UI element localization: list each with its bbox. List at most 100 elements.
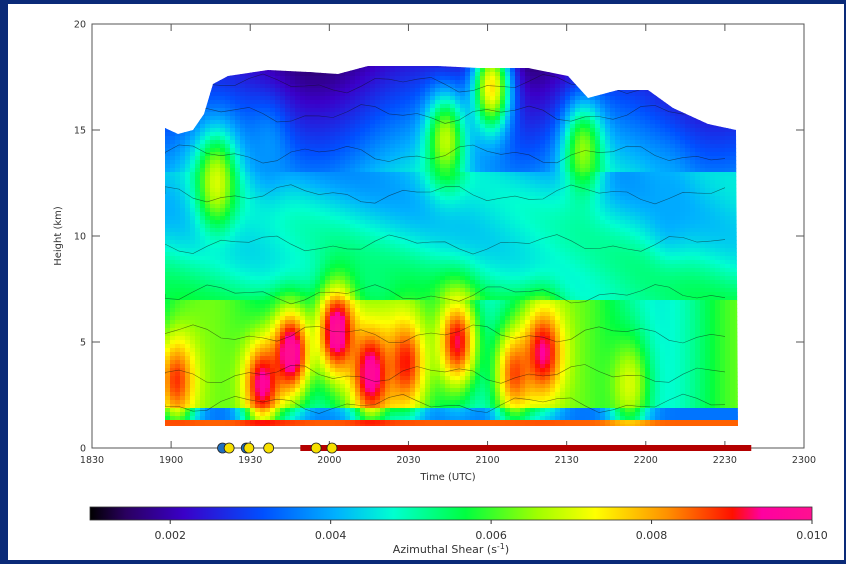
heatmap-cell	[710, 112, 716, 117]
heatmap-cell	[650, 208, 656, 213]
heatmap-cell	[240, 116, 246, 121]
heatmap-cell	[675, 144, 681, 149]
heatmap-cell	[185, 220, 191, 225]
heatmap-cell	[710, 124, 716, 129]
heatmap-cell	[450, 172, 456, 177]
heatmap-cell	[635, 228, 641, 233]
heatmap-cell	[415, 124, 421, 129]
heatmap-cell	[275, 204, 281, 209]
heatmap-cell	[480, 212, 486, 217]
heatmap-cell	[215, 112, 221, 117]
heatmap-cell	[240, 92, 246, 97]
heatmap-cell	[730, 92, 736, 97]
heatmap-cell	[210, 180, 216, 185]
heatmap-cell	[185, 108, 191, 113]
heatmap-cell	[380, 84, 386, 89]
heatmap-cell	[250, 164, 256, 169]
heatmap-cell	[195, 184, 201, 189]
heatmap-cell	[705, 164, 711, 169]
heatmap-cell	[355, 184, 361, 189]
heatmap-cell	[320, 68, 326, 73]
heatmap-cell	[225, 104, 231, 109]
heatmap-cell	[265, 156, 271, 161]
heatmap-cell	[225, 180, 231, 185]
heatmap-cell	[245, 200, 251, 205]
heatmap-cell	[665, 100, 671, 105]
heatmap-cell	[325, 180, 331, 185]
heatmap-cell	[225, 72, 231, 77]
heatmap-cell	[265, 196, 271, 201]
heatmap-cell	[200, 212, 206, 217]
heatmap-cell	[405, 120, 411, 125]
heatmap-cell	[385, 92, 391, 97]
heatmap-cell	[200, 72, 206, 77]
heatmap-cell	[190, 100, 196, 105]
heatmap-cell	[540, 188, 546, 193]
heatmap-cell	[445, 160, 451, 165]
heatmap-cell	[580, 88, 586, 93]
heatmap-cell	[565, 72, 571, 77]
heatmap-cell	[655, 120, 661, 125]
heatmap-cell	[205, 68, 211, 73]
heatmap-cell	[175, 96, 181, 101]
heatmap-cell	[475, 208, 481, 213]
heatmap-cell	[455, 112, 461, 117]
heatmap-cell	[510, 64, 516, 69]
heatmap-cell	[595, 88, 601, 93]
heatmap-cell	[435, 72, 441, 77]
heatmap-cell	[610, 180, 616, 185]
heatmap-cell	[500, 76, 506, 81]
heatmap-cell	[425, 124, 431, 129]
heatmap-cell	[600, 212, 606, 217]
heatmap-cell	[560, 200, 566, 205]
heatmap-cell	[180, 148, 186, 153]
heatmap-cell	[415, 144, 421, 149]
heatmap-cell	[620, 84, 626, 89]
heatmap-cell	[735, 76, 741, 81]
heatmap-cell	[505, 216, 511, 221]
heatmap-cell	[460, 136, 466, 141]
heatmap-cell	[265, 164, 271, 169]
heatmap-cell	[420, 152, 426, 157]
heatmap-cell	[560, 108, 566, 113]
heatmap-cell	[735, 172, 741, 177]
heatmap-cell	[600, 156, 606, 161]
heatmap-cell	[425, 84, 431, 89]
heatmap-cell	[525, 192, 531, 197]
heatmap-cell	[390, 200, 396, 205]
heatmap-cell	[355, 156, 361, 161]
heatmap-cell	[565, 96, 571, 101]
heatmap-cell	[550, 196, 556, 201]
heatmap-cell	[545, 88, 551, 93]
heatmap-cell	[665, 164, 671, 169]
heatmap-cell	[680, 232, 686, 237]
heatmap-cell	[685, 76, 691, 81]
heatmap-cell	[500, 164, 506, 169]
heatmap-cell	[245, 68, 251, 73]
heatmap-cell	[350, 92, 356, 97]
heatmap-cell	[355, 164, 361, 169]
heatmap-cell	[255, 100, 261, 105]
heatmap-cell	[530, 200, 536, 205]
heatmap-cell	[345, 220, 351, 225]
heatmap-cell	[250, 108, 256, 113]
heatmap-cell	[680, 180, 686, 185]
heatmap-cell	[395, 92, 401, 97]
heatmap-cell	[380, 212, 386, 217]
heatmap-cell	[565, 208, 571, 213]
heatmap-cell	[635, 92, 641, 97]
heatmap-cell	[230, 168, 236, 173]
heatmap-cell	[670, 88, 676, 93]
heatmap-cell	[555, 216, 561, 221]
heatmap-cell	[330, 220, 336, 225]
heatmap-cell	[390, 212, 396, 217]
heatmap-cell	[225, 216, 231, 221]
heatmap-cell	[235, 144, 241, 149]
heatmap-cell	[305, 124, 311, 129]
heatmap-cell	[625, 84, 631, 89]
heatmap-cell	[625, 176, 631, 181]
heatmap-cell	[505, 104, 511, 109]
heatmap-cell	[710, 180, 716, 185]
heatmap-cell	[360, 212, 366, 217]
heatmap-cell	[655, 140, 661, 145]
